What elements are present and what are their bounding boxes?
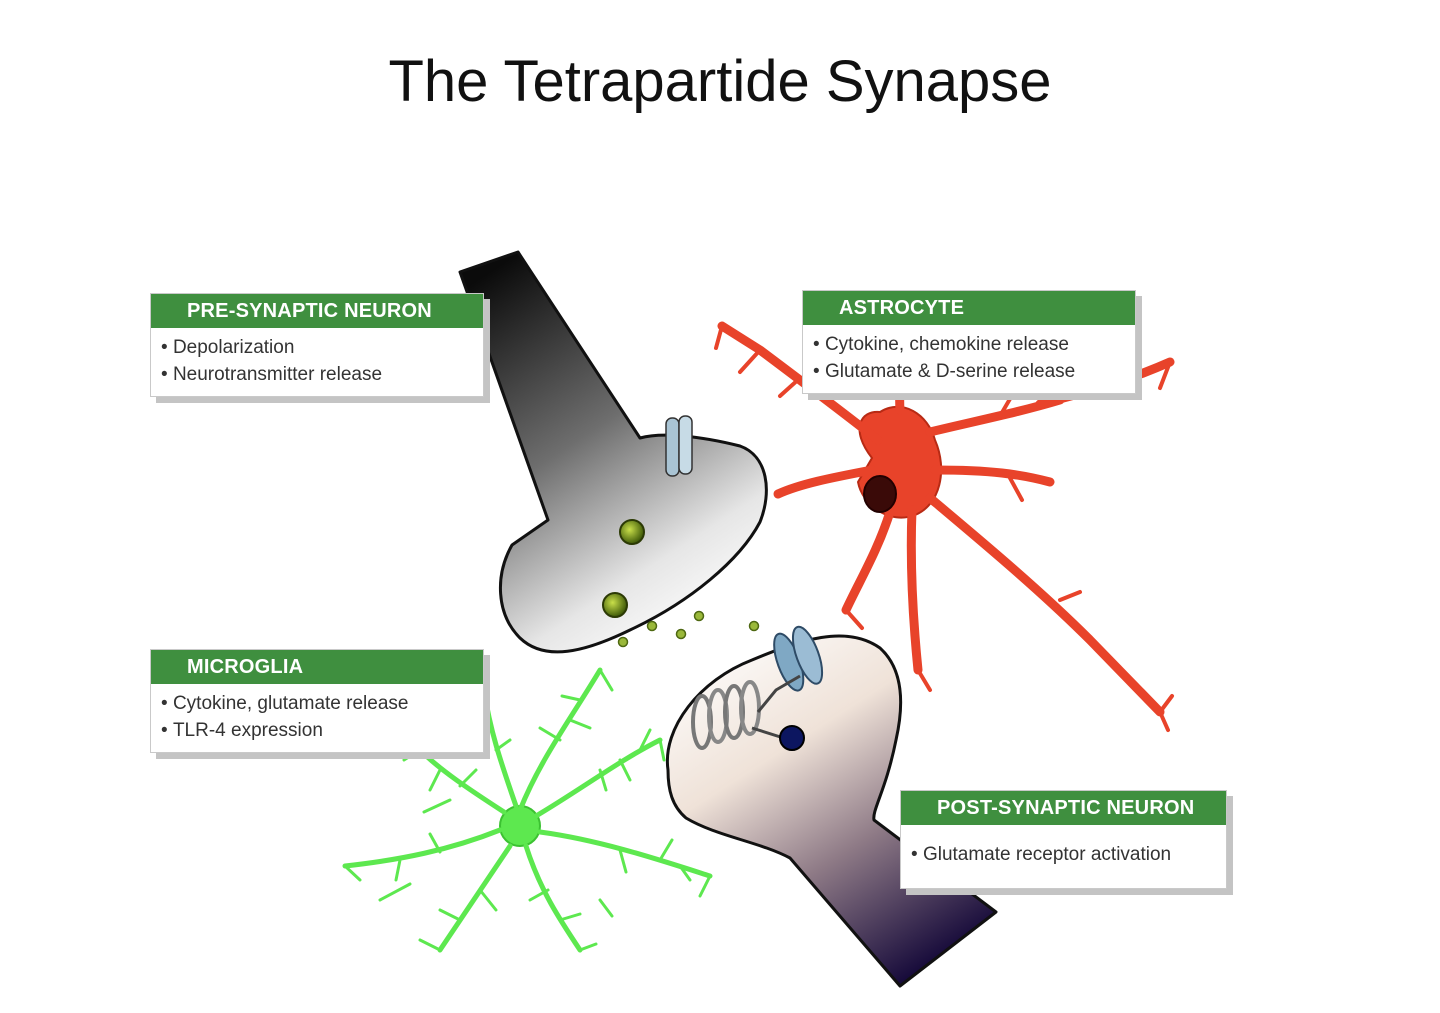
postsynaptic-neuron-list: Glutamate receptor activation (901, 825, 1226, 888)
microglia-title: MICROGLIA (151, 650, 483, 684)
vesicle-icon (619, 519, 645, 545)
presynaptic-neuron-shape (458, 250, 768, 654)
coiled-receptor-icon (691, 674, 801, 750)
postsynaptic-neuron-box: POST-SYNAPTIC NEURON Glutamate receptor … (900, 790, 1227, 889)
astrocyte-cell-icon (714, 308, 1175, 732)
presynaptic-neuron-title: PRE-SYNAPTIC NEURON (151, 294, 483, 328)
postsynaptic-neuron-title: POST-SYNAPTIC NEURON (901, 791, 1226, 825)
microglia-cell-icon (342, 667, 713, 953)
astrocyte-title: ASTROCYTE (803, 291, 1135, 325)
list-item: Glutamate receptor activation (911, 841, 1216, 868)
vesicle-icon (602, 592, 628, 618)
list-item: TLR-4 expression (161, 717, 473, 744)
postsynaptic-neuron-shape (665, 625, 998, 988)
presynaptic-neuron-list: Depolarization Neurotransmitter release (151, 328, 483, 396)
list-item: Neurotransmitter release (161, 361, 473, 388)
diagram-title: The Tetrapartide Synapse (388, 49, 1052, 114)
neurotransmitter-dots (617, 610, 760, 648)
list-item: Glutamate & D-serine release (813, 358, 1125, 385)
astrocyte-box: ASTROCYTE Cytokine, chemokine release Gl… (802, 290, 1136, 394)
microglia-box: MICROGLIA Cytokine, glutamate release TL… (150, 649, 484, 753)
g-protein-icon (779, 725, 805, 751)
microglia-list: Cytokine, glutamate release TLR-4 expres… (151, 684, 483, 752)
ion-channel-icon (665, 415, 693, 477)
astrocyte-list: Cytokine, chemokine release Glutamate & … (803, 325, 1135, 393)
list-item: Depolarization (161, 334, 473, 361)
list-item: Cytokine, chemokine release (813, 331, 1125, 358)
list-item: Cytokine, glutamate release (161, 690, 473, 717)
presynaptic-neuron-box: PRE-SYNAPTIC NEURON Depolarization Neuro… (150, 293, 484, 397)
receptor-icon (773, 625, 824, 692)
